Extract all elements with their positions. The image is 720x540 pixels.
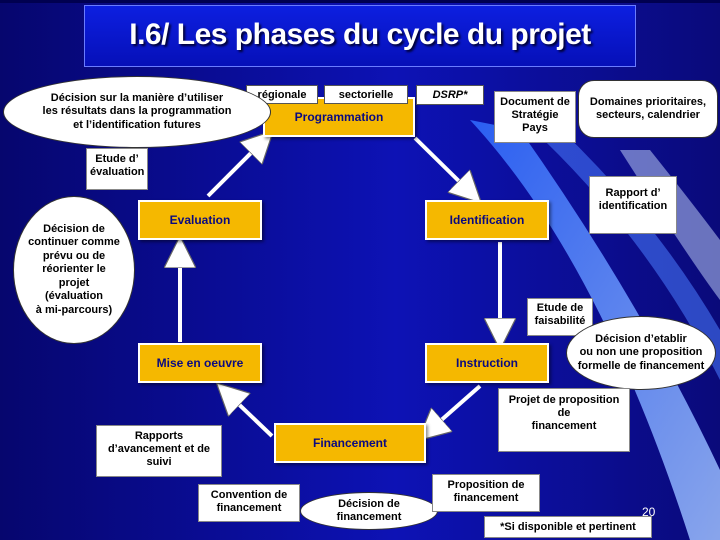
text-line: Projet de proposition xyxy=(508,394,620,406)
text-line: Décision sur la manière d’utiliser xyxy=(50,91,224,104)
text-line: Etude d’ xyxy=(95,153,139,165)
text-line: Convention de xyxy=(210,489,288,501)
phase-mise-en-oeuvre-label: Mise en oeuvre xyxy=(156,356,244,370)
callout-domaines-prioritaires: Domaines prioritaires, secteurs, calendr… xyxy=(578,80,718,138)
footnote: *Si disponible et pertinent xyxy=(484,516,652,538)
text-line: prévu ou de xyxy=(42,249,106,262)
text-line: financement xyxy=(531,420,597,432)
note-rapport-identification: Rapport d’ identification xyxy=(589,176,677,234)
phase-financement: Financement xyxy=(274,423,426,463)
text-line: Domaines prioritaires, xyxy=(589,95,707,108)
text-line: financement xyxy=(216,502,282,514)
tag-dsrp: DSRP* xyxy=(416,85,484,105)
text-line: Décision d’etablir xyxy=(595,332,687,345)
text-line: de xyxy=(557,407,571,419)
phase-evaluation-label: Evaluation xyxy=(169,213,231,227)
text-line: les résultats dans la programmation xyxy=(42,105,232,118)
text-line: Proposition de xyxy=(447,479,525,491)
phase-instruction-label: Instruction xyxy=(456,356,518,370)
page-title: I.6/ Les phases du cycle du projet xyxy=(129,18,591,51)
phase-identification: Identification xyxy=(425,200,549,240)
text-line: d’avancement et de xyxy=(107,443,211,455)
text-line: Etude de xyxy=(536,302,584,314)
tag-sectorielle: sectorielle xyxy=(324,85,408,104)
note-convention: Convention de financement xyxy=(198,484,300,522)
tag-regionale: régionale xyxy=(246,85,318,104)
page-number: 20 xyxy=(642,505,656,519)
title-banner: I.6/ Les phases du cycle du projet xyxy=(84,5,636,67)
text-line: formelle de financement xyxy=(577,359,705,372)
text-line: identification xyxy=(598,200,668,212)
text-line: Rapport d’ xyxy=(605,187,661,199)
callout-decision-continuer: Décision de continuer comme prévu ou de … xyxy=(13,196,135,344)
phase-identification-label: Identification xyxy=(449,213,525,227)
text-line: Décision de xyxy=(338,497,400,510)
text-line: évaluation xyxy=(90,166,145,178)
text-line: Rapports xyxy=(134,430,184,442)
text-line: financement xyxy=(336,511,402,523)
note-proposition-financement: Proposition de financement xyxy=(432,474,540,512)
text-line: à mi-parcours) xyxy=(35,303,113,316)
text-line: ou non une proposition xyxy=(579,346,703,359)
text-line: faisabilité xyxy=(534,315,586,327)
text-line: continuer comme xyxy=(28,236,120,249)
tag-dsrp-label: DSRP* xyxy=(432,89,468,101)
phase-instruction: Instruction xyxy=(425,343,549,383)
callout-decision-utiliser: Décision sur la manière d’utiliser les r… xyxy=(3,76,271,148)
text-line: projet xyxy=(58,276,90,289)
callout-decision-etablir: Décision d’etablir ou non une propositio… xyxy=(566,316,716,390)
text-line: réorienter le xyxy=(42,263,106,276)
footnote-text: *Si disponible et pertinent xyxy=(500,521,636,533)
text-line: suivi xyxy=(146,456,172,468)
text-line: Document de xyxy=(500,96,570,108)
phase-mise-en-oeuvre: Mise en oeuvre xyxy=(138,343,262,383)
phase-evaluation: Evaluation xyxy=(138,200,262,240)
callout-decision-financement: Décision de financement xyxy=(300,492,438,530)
note-etude-evaluation: Etude d’ évaluation xyxy=(86,148,148,190)
note-projet-proposition: Projet de proposition de financement xyxy=(498,388,630,452)
tag-regionale-label: régionale xyxy=(257,89,307,101)
text-line: Stratégie xyxy=(511,109,559,121)
note-rapports-avancement: Rapports d’avancement et de suivi xyxy=(96,425,222,477)
text-line: Décision de xyxy=(43,222,105,235)
phase-financement-label: Financement xyxy=(312,436,387,450)
text-line: et l’identification futures xyxy=(73,118,201,131)
phase-programmation-label: Programmation xyxy=(294,110,384,124)
note-document-strategie: Document de Stratégie Pays xyxy=(494,91,576,143)
tag-sectorielle-label: sectorielle xyxy=(338,89,394,101)
text-line: secteurs, calendrier xyxy=(596,109,700,121)
text-line: (évaluation xyxy=(44,290,104,303)
text-line: Pays xyxy=(522,122,548,134)
text-line: financement xyxy=(453,492,519,504)
